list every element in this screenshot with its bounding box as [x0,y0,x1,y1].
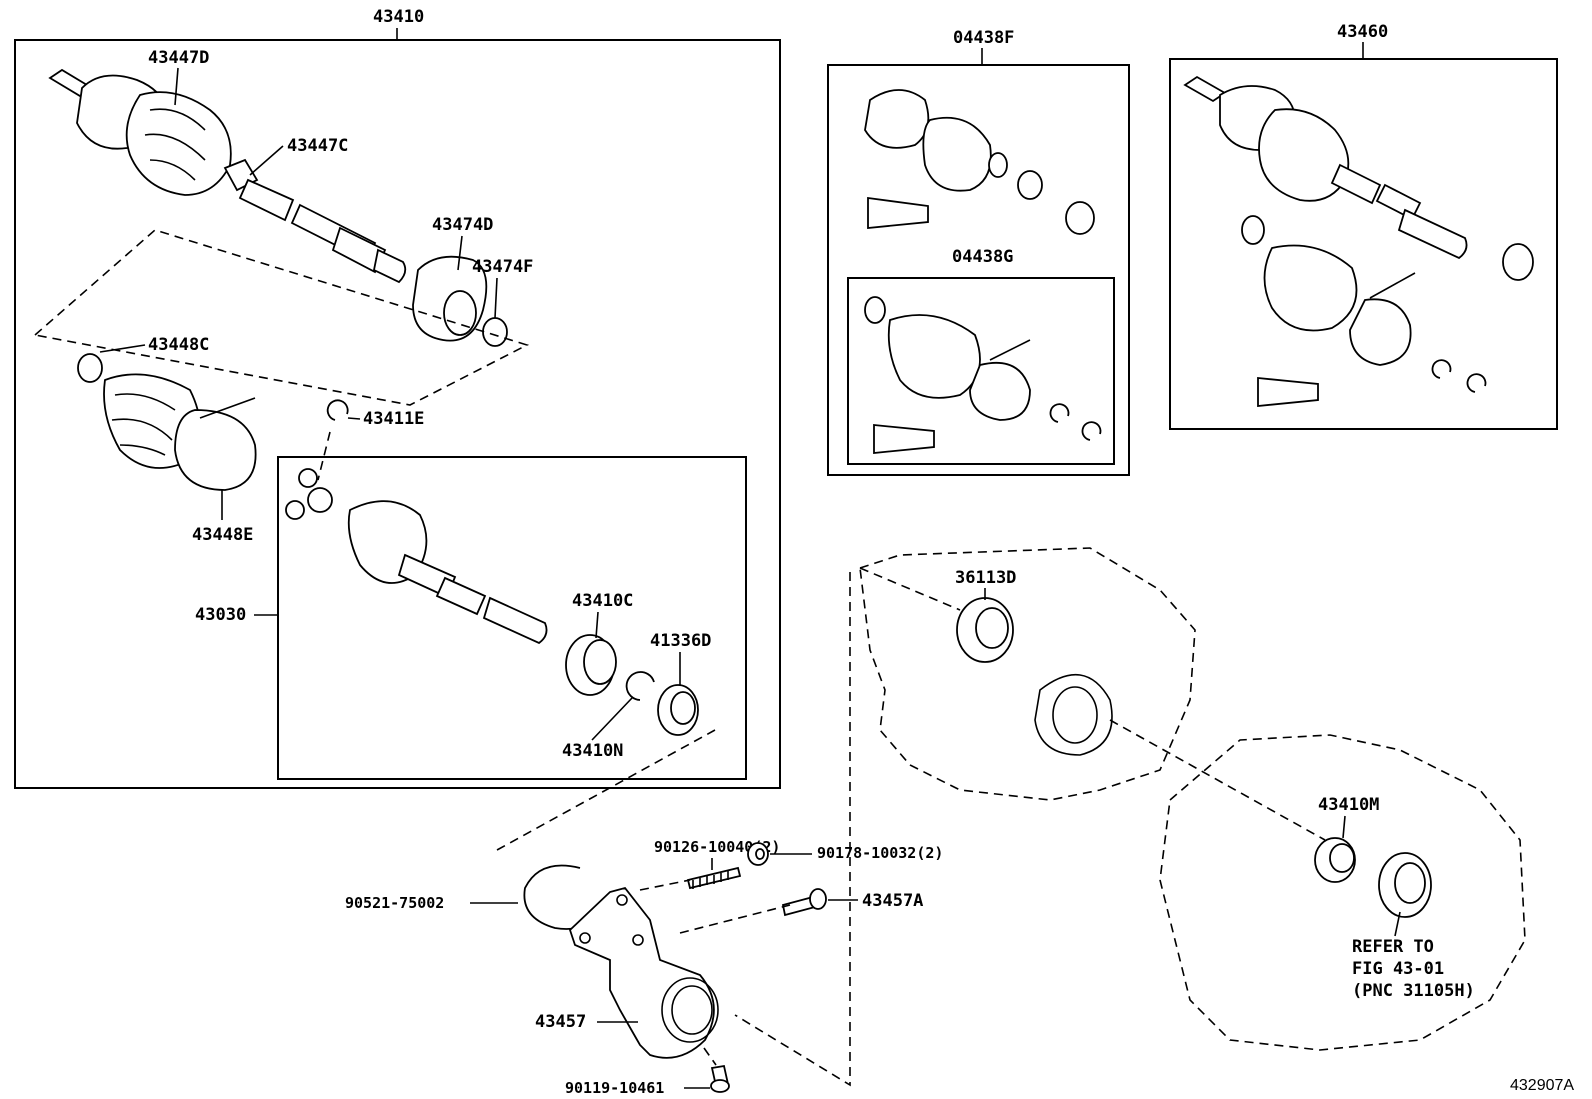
label-43030[interactable]: 43030 [195,605,246,625]
label-43457[interactable]: 43457 [535,1012,586,1032]
assembly-box-04438G [847,277,1115,465]
bolt-90119 [710,1064,730,1093]
dynamic-damper [412,255,508,347]
label-04438G[interactable]: 04438G [952,247,1013,267]
inner-boot [77,353,257,491]
label-43410C[interactable]: 43410C [572,591,633,611]
drive-shaft-43460 [1183,75,1534,407]
bracket-43457 [568,886,719,1059]
oil-seal-41336D [657,684,699,736]
refer-line-1: REFER TO [1352,937,1434,957]
assembly-box-43460 [1169,42,1558,430]
kit-outline-dashed [33,229,530,406]
assembly-box-04438F [827,48,1130,476]
label-43460[interactable]: 43460 [1337,22,1388,42]
label-43447C[interactable]: 43447C [287,136,348,156]
label-43410[interactable]: 43410 [373,7,424,27]
label-90178-10032[interactable]: 90178-10032(2) [817,844,943,862]
boot-kit-04438F-parts [864,89,1095,235]
assembly-box-43030 [277,456,747,780]
transaxle-case [859,547,1326,841]
drive-shaft-outer [48,68,407,284]
label-43474D[interactable]: 43474D [432,215,493,235]
inner-joint-shaft [285,468,548,645]
label-43448C[interactable]: 43448C [148,335,209,355]
label-43410M[interactable]: 43410M [1318,795,1379,815]
label-90521-75002[interactable]: 90521-75002 [345,894,444,912]
label-43447D[interactable]: 43447D [148,48,209,68]
label-36113D[interactable]: 36113D [955,568,1016,588]
refer-line-3: (PNC 31105H) [1352,981,1475,1001]
label-41336D[interactable]: 41336D [650,631,711,651]
snap-ring-43410N [625,671,655,701]
bolt-90126 [686,866,742,890]
bolt-43457A [781,888,827,917]
bracket-dashed-right [734,572,851,1087]
assembly-box-43410 [14,28,781,789]
nut-90178 [747,842,769,866]
bearing-43410C [565,634,617,696]
case-right [1159,734,1526,1051]
label-90119-10461[interactable]: 90119-10461 [565,1079,664,1097]
label-43410N[interactable]: 43410N [562,741,623,761]
label-43457A[interactable]: 43457A [862,891,923,911]
label-04438F[interactable]: 04438F [953,28,1014,48]
snap-ring-43411E [326,399,349,421]
figure-id: 432907A [1510,1077,1574,1094]
bracket-dashed-outline [496,729,716,851]
label-43474F[interactable]: 43474F [472,257,533,277]
label-43448E[interactable]: 43448E [192,525,253,545]
boot-kit-04438G-parts [864,296,1102,454]
label-43411E[interactable]: 43411E [363,409,424,429]
refer-line-2: FIG 43-01 [1352,959,1444,979]
